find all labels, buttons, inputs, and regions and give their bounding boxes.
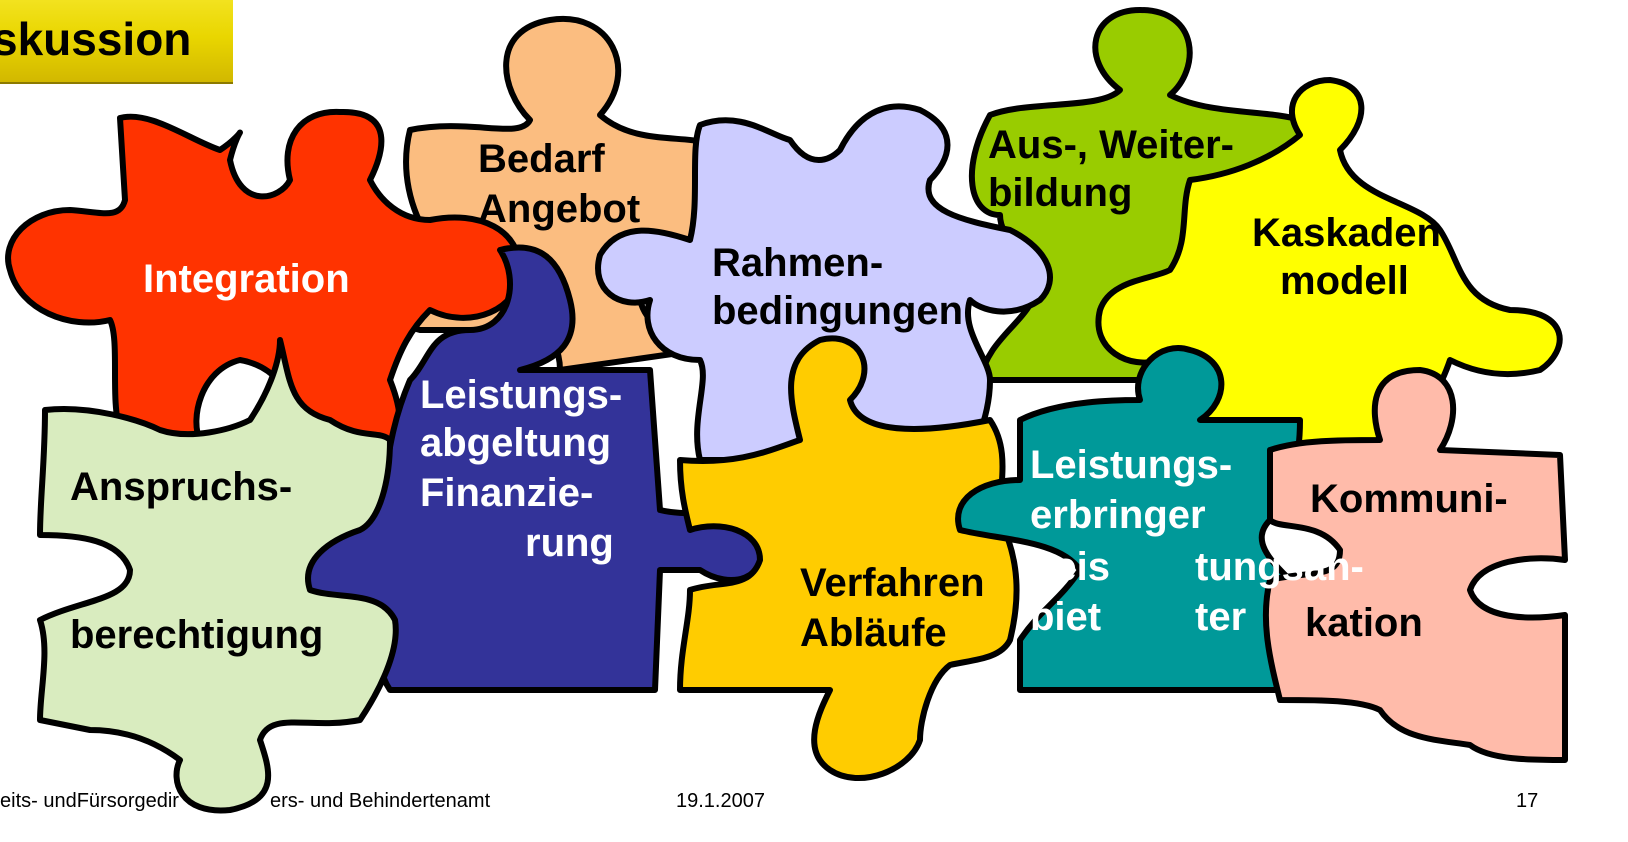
piece-verfahren xyxy=(677,335,1020,781)
label-kaskaden-1: Kaskaden xyxy=(1252,211,1441,255)
label-kaskaden-2: modell xyxy=(1280,259,1409,303)
piece-anspruch xyxy=(37,337,399,814)
footer-organization-a: eits- undFürsorgedir xyxy=(0,790,179,812)
label-verfahren-2: Abläufe xyxy=(800,611,947,655)
label-kommunikation-1: Kommuni- xyxy=(1310,477,1508,521)
piece-integration xyxy=(5,108,523,463)
label-anspruch-2: berechtigung xyxy=(70,613,323,657)
label-erbringer-4b: ter xyxy=(1195,595,1246,639)
label-bedarf-2: Angebot xyxy=(478,187,640,231)
label-aus-1: Aus-, Weiter- xyxy=(988,123,1234,167)
label-rahmen-1: Rahmen- xyxy=(712,241,883,285)
label-erbringer-1: Leistungs- xyxy=(1030,443,1232,487)
label-erbringer-4a: biet xyxy=(1030,595,1101,639)
label-anspruch-1: Anspruchs- xyxy=(70,465,292,509)
piece-rahmen xyxy=(595,103,1053,463)
label-leistungsabg-2: abgeltung xyxy=(420,421,611,465)
label-leistungsabg-3: Finanzie- xyxy=(420,471,593,515)
title-banner: skussion xyxy=(0,0,233,84)
piece-kaskaden xyxy=(1095,77,1563,453)
footer-organization-b: ers- und Behindertenamt xyxy=(270,790,491,812)
label-bedarf-1: Bedarf xyxy=(478,137,605,181)
label-rahmen-2: bedingungen xyxy=(712,289,963,333)
label-verfahren-1: Verfahren xyxy=(800,561,985,605)
label-erbringer-3b: tungsan- xyxy=(1195,545,1364,589)
footer-page-number: 17 xyxy=(1516,790,1539,812)
label-kommunikation-2: kation xyxy=(1305,601,1423,645)
footer-date: 19.1.2007 xyxy=(676,790,765,812)
label-leistungsabg-4: rung xyxy=(525,521,614,565)
piece-kommunikation xyxy=(1262,367,1568,763)
label-erbringer-2: erbringer xyxy=(1030,493,1206,537)
label-aus-2: bildung xyxy=(988,171,1132,215)
label-leistungsabg-1: Leistungs- xyxy=(420,373,622,417)
label-erbringer-3a: Leis xyxy=(1030,545,1110,589)
label-integration: Integration xyxy=(143,257,350,301)
slide-title: skussion xyxy=(0,13,192,65)
